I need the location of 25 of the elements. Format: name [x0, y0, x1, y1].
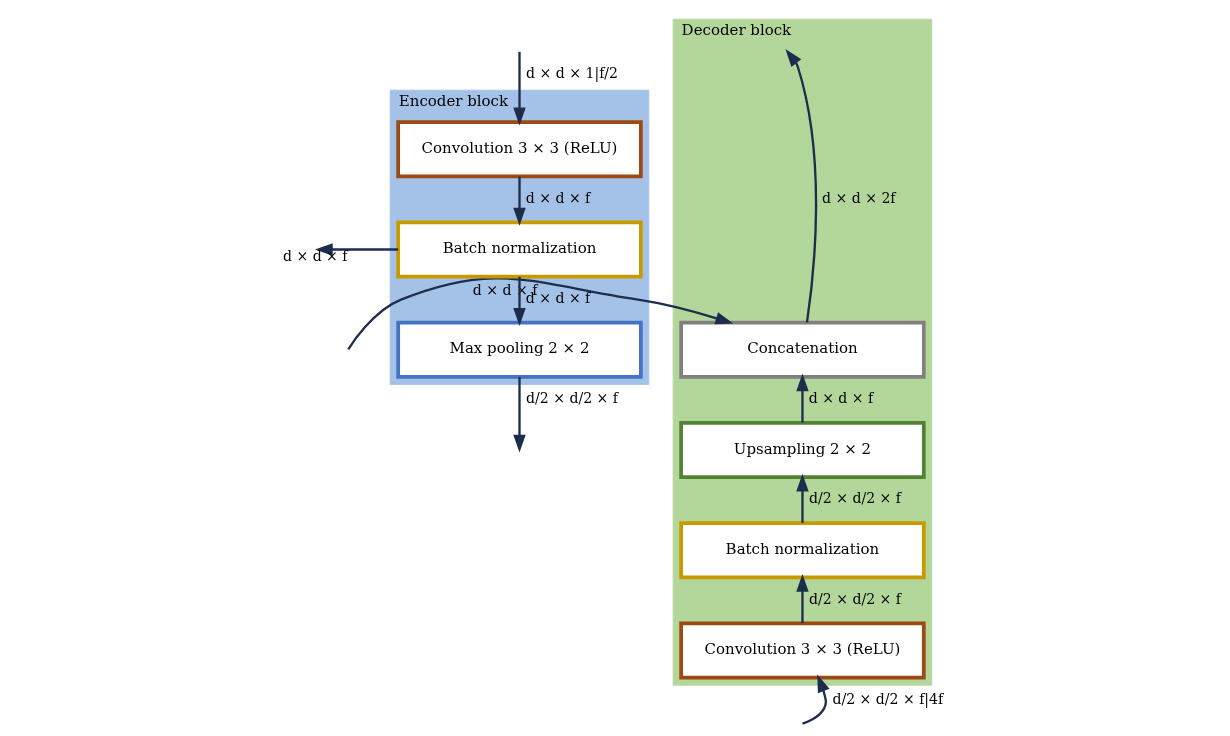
edge-label: d × d × f — [808, 390, 873, 407]
edge-label: d × d × 1|f/2 — [525, 65, 618, 82]
edge-label: d × d × 2f — [821, 189, 896, 206]
arrow — [795, 574, 809, 624]
edge-label: d × d × f — [525, 189, 590, 206]
arrow — [801, 674, 830, 725]
arrow — [512, 51, 526, 126]
node-box: Upsampling 2 × 2 — [678, 420, 926, 480]
arrow — [795, 373, 809, 423]
arrow — [346, 277, 733, 350]
node-box: Max pooling 2 × 2 — [395, 320, 643, 379]
node-box: Batch normalization — [395, 220, 643, 279]
arrow — [512, 176, 526, 226]
arrow — [784, 49, 817, 323]
edge-label: d/2 × d/2 × f — [808, 490, 901, 507]
node-box: Convolution 3 × 3 (ReLU) — [678, 621, 926, 680]
node-box: Convolution 3 × 3 (ReLU) — [395, 120, 643, 179]
arrow — [314, 243, 398, 256]
edge-label: d/2 × d/2 × f — [525, 390, 618, 407]
arrow — [795, 473, 809, 523]
edge-label: d/2 × d/2 × f — [808, 590, 901, 607]
node-box: Concatenation — [678, 320, 926, 379]
arrow — [512, 377, 526, 453]
node-box: Batch normalization — [678, 521, 926, 580]
edge-label: d/2 × d/2 × f|4f — [831, 690, 943, 707]
